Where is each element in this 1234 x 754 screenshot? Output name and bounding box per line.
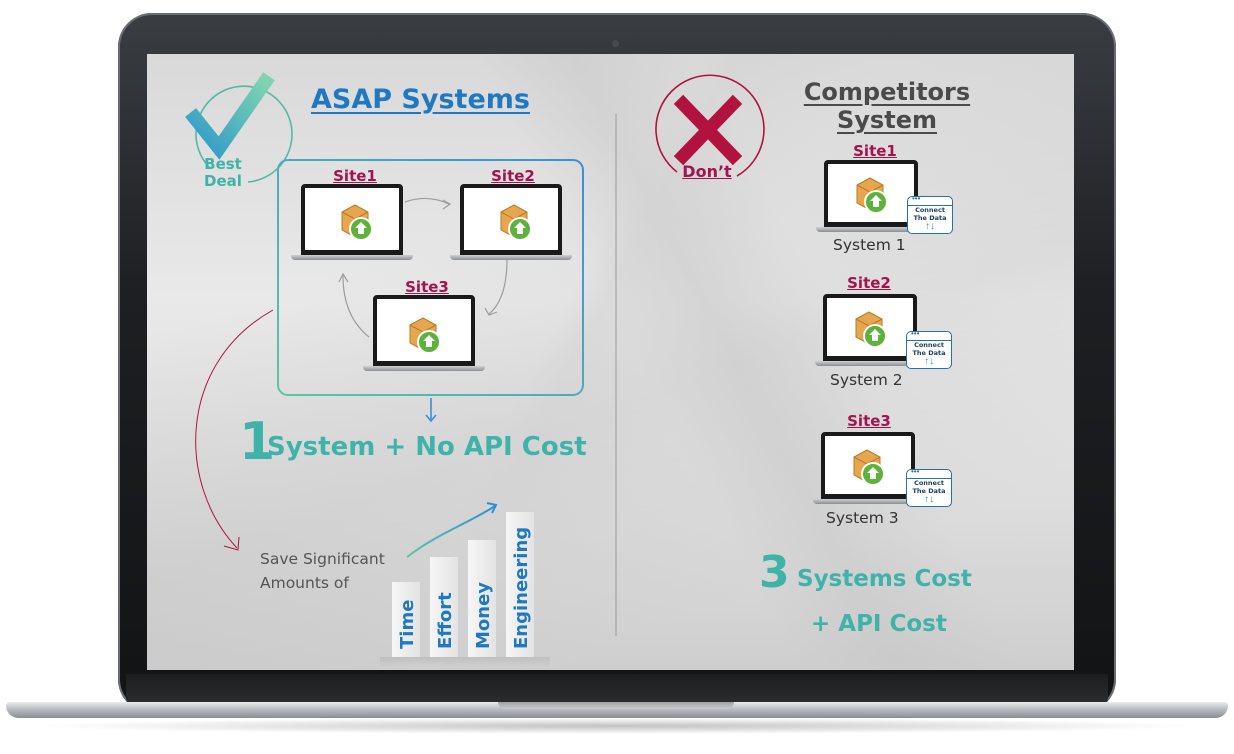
asap-title: ASAP Systems [311,84,530,115]
checkmark-icon [185,72,275,160]
right-headline-text1: Systems Cost [797,566,972,592]
left-site1-laptop [291,184,413,260]
bar-label-time: Time [397,599,418,649]
left-site2-label: Site2 [491,167,535,185]
box-upload-icon [856,177,888,214]
bar-label-effort: Effort [435,592,456,649]
laptop-base-notch [498,702,734,709]
best-deal-label: Best Deal [199,156,247,190]
connect-line2: The Data [912,349,946,357]
best-deal-line2: Deal [204,172,242,190]
system2-name: System 2 [830,371,903,389]
competitors-title: Competitors System [799,78,975,134]
bar-effort [430,557,458,657]
left-site3-laptop [363,295,485,371]
sync-arrows-icon: ↑↓ [925,221,935,232]
savings-bars: Time Effort Money Engineering [380,494,550,667]
system3-name: System 3 [826,509,899,527]
save-line1: Save Significant [260,550,385,568]
connect-line2: The Data [912,487,946,495]
competitors-title-line2: System [837,106,937,134]
sites-box [277,159,584,396]
connect-line1: Connect [914,341,944,349]
bar-label-engineering: Engineering [511,526,532,649]
right-headline-number: 3 [759,547,790,598]
camera-icon [612,40,619,47]
laptop-bezel [126,674,1108,704]
box-upload-icon [409,317,441,354]
right-site1-label: Site1 [853,142,897,160]
bar-label-money: Money [473,581,494,649]
box-upload-icon [341,204,373,241]
right-site3-label: Site3 [847,412,891,430]
screen-decorations [185,72,765,636]
save-line2: Amounts of [260,574,349,592]
box-upload-icon [853,449,885,486]
system1-name: System 1 [833,236,906,254]
bar-engineering [506,512,534,657]
competitors-title-line1: Competitors [803,78,971,106]
sync-arrows-icon: ↑↓ [924,494,934,505]
left-site2-laptop [450,184,572,260]
dont-label: Don’t [682,162,732,181]
box-upload-icon [855,311,887,348]
connect-line1: Connect [914,479,944,487]
sync-arrows-icon: ↑↓ [924,356,934,367]
laptop-base [6,702,1228,718]
laptop-screen: Best Deal ASAP Systems Site1 Site2 Site3 [147,54,1074,670]
right-system3-laptop [813,432,923,504]
left-site1-label: Site1 [333,167,377,185]
bar-money [468,540,496,657]
bar-time [392,582,420,657]
dont-ring [655,74,765,177]
box-upload-icon [500,204,532,241]
connect-line2: The Data [913,214,947,222]
right-headline-text2: + API Cost [811,611,947,637]
right-system2-laptop [815,294,925,366]
x-mark-icon [673,94,743,166]
best-deal-line1: Best [204,155,242,173]
left-site3-label: Site3 [405,278,449,296]
laptop-shadow [30,718,1204,734]
connect-line1: Connect [915,206,945,214]
bars-floor [380,657,550,667]
right-system1-laptop [816,160,926,232]
left-headline-number: 1 [239,412,276,472]
left-headline-text: System + No API Cost [267,432,587,462]
save-significant-text: Save Significant Amounts of [260,547,385,595]
right-site2-label: Site2 [847,274,891,292]
